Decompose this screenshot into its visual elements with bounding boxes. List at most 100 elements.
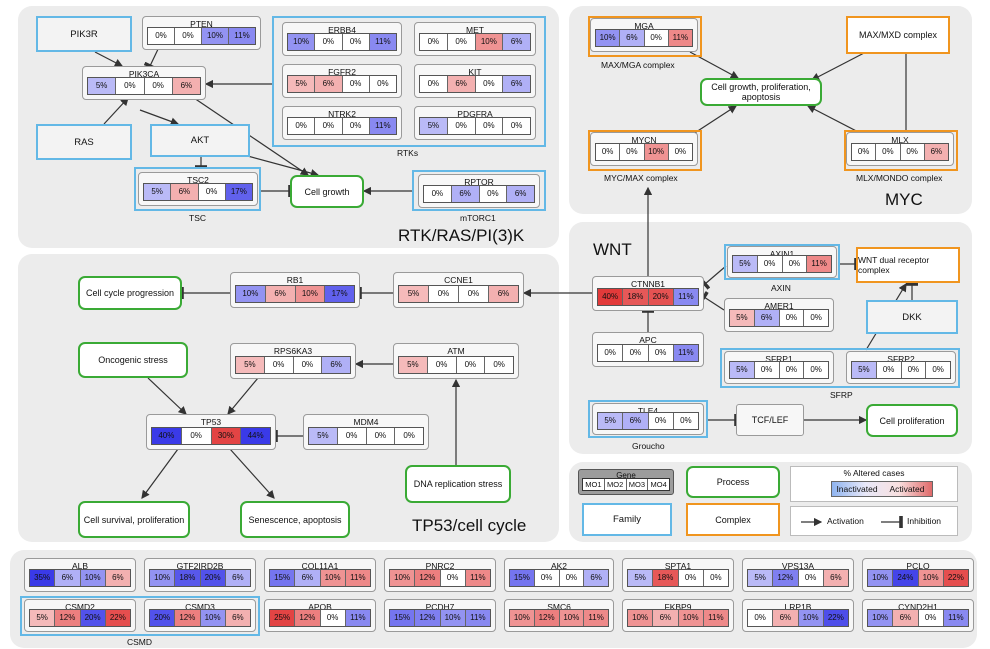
gtf2ird2b-mo1-cell: 10%: [150, 570, 176, 586]
erbb4-name: ERBB4: [328, 25, 356, 35]
ctnnb1-mo1-cell: 40%: [598, 289, 624, 305]
axin1-mo3-cell: 0%: [782, 256, 808, 272]
ctnnb1-name: CTNNB1: [630, 279, 665, 289]
cell-survival-process[interactable]: Cell survival, proliferation: [78, 501, 190, 538]
pclo-mo1-cell: 10%: [868, 570, 894, 586]
oncogenic-stress-process[interactable]: Oncogenic stress: [78, 342, 188, 378]
vps13a-mo1-cell: 5%: [748, 570, 774, 586]
cell-growth-process[interactable]: Cell growth: [290, 175, 364, 208]
legend-scale-box: % Altered cases Inactivated Activated: [790, 466, 958, 502]
pdgfra-mo2-cell: 0%: [447, 118, 476, 134]
tp53-name: TP53: [200, 417, 222, 427]
myc-max-complex[interactable]: [588, 130, 702, 171]
axin-family[interactable]: [724, 244, 840, 280]
akt-family[interactable]: AKT: [150, 124, 250, 157]
apc-mo1-cell: 0%: [598, 345, 624, 361]
cell-cycle-progression-process[interactable]: Cell cycle progression: [78, 276, 182, 310]
pik3r-family[interactable]: PIK3R: [36, 16, 132, 52]
csmd-family[interactable]: [20, 596, 260, 636]
tsc2-mo4-cell: 17%: [225, 184, 252, 200]
erbb4-cells: 10%0%0%11%: [287, 33, 397, 51]
ntrk2-mo2-cell: 0%: [315, 118, 343, 134]
groucho-family[interactable]: [588, 400, 708, 438]
max-mxd-complex[interactable]: MAX/MXD complex: [846, 16, 950, 54]
wnt-dual-receptor-complex[interactable]: WNT dual receptor complex: [856, 247, 960, 283]
ras-family[interactable]: RAS: [36, 124, 132, 160]
cell-proliferation-process[interactable]: Cell proliferation: [866, 404, 958, 437]
alb-name: ALB: [71, 561, 89, 571]
pcdh7-cells: 15%12%10%11%: [389, 609, 491, 627]
spta1-mo4-cell: 0%: [703, 570, 728, 586]
spta1-mo2-cell: 18%: [653, 570, 679, 586]
lrp1b-name: LRP1B: [784, 602, 812, 612]
myc-growth-process[interactable]: Cell growth, proliferation, apoptosis: [700, 78, 822, 106]
rtk-panel-title: RTK/RAS/PI(3)K: [398, 226, 525, 245]
max-mga-complex[interactable]: [588, 16, 702, 57]
dna-replication-stress-process[interactable]: DNA replication stress: [405, 465, 511, 503]
pik3ca-mo4-cell: 6%: [172, 78, 200, 94]
mlx-mondo-complex[interactable]: [844, 130, 958, 171]
csmd3-mo3-cell: 10%: [200, 610, 226, 626]
sfrp-family[interactable]: [720, 348, 960, 388]
rtks-family[interactable]: [272, 16, 546, 147]
mtorc1-family[interactable]: [412, 170, 546, 211]
lrp1b-mo1-cell: 0%: [748, 610, 774, 626]
mlx-cells: 0%0%0%6%: [851, 143, 949, 161]
pdgfra-mo4-cell: 0%: [503, 118, 530, 134]
apob-name: APOB: [308, 602, 332, 612]
mycn-name: MYCN: [631, 135, 657, 145]
mdm4-cells: 5%0%0%0%: [308, 427, 424, 445]
tcf-lef-node[interactable]: TCF/LEF: [736, 404, 804, 436]
senescence-apoptosis-process[interactable]: Senescence, apoptosis: [240, 501, 350, 538]
sfrp1-mo3-cell: 0%: [779, 362, 805, 378]
dkk-family[interactable]: DKK: [866, 300, 958, 334]
sfrp2-mo1-cell: 5%: [852, 362, 877, 378]
rb1-mo4-cell: 17%: [325, 286, 354, 302]
pten-cells: 0%0%10%11%: [147, 27, 256, 45]
lrp1b-mo4-cell: 22%: [823, 610, 848, 626]
tsc-family[interactable]: [134, 167, 261, 211]
